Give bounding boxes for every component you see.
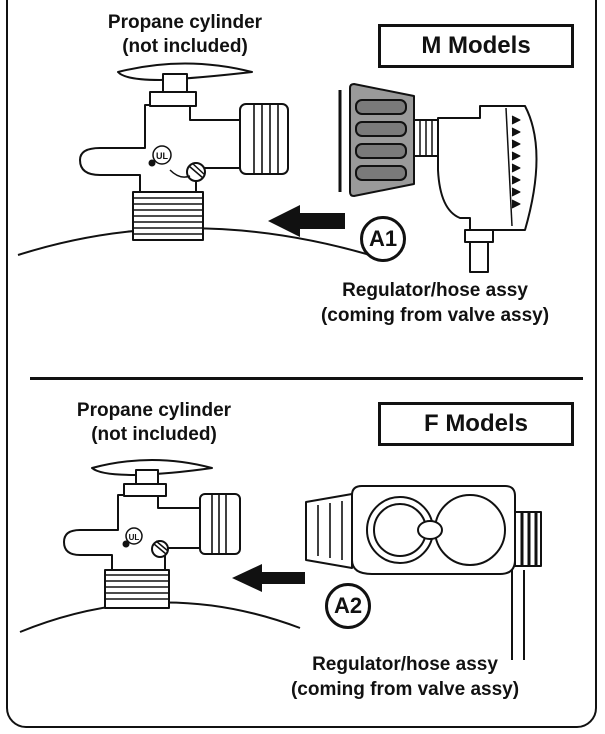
m-arrow-icon xyxy=(268,205,345,237)
section-divider xyxy=(30,377,583,380)
callout-a1: A1 xyxy=(360,216,406,262)
f-ul-mark: UL xyxy=(129,533,140,542)
f-cylinder-label: Propane cylinder xyxy=(76,400,232,421)
f-propane-cylinder xyxy=(19,459,301,633)
f-regulator-sublabel: (coming from valve assy) xyxy=(290,679,520,700)
m-regulator-assy xyxy=(338,83,538,273)
m-models-box: M Models xyxy=(378,24,574,68)
f-regulator-label: Regulator/hose assy xyxy=(312,654,498,675)
callout-a2: A2 xyxy=(325,583,371,629)
f-arrow-icon xyxy=(232,564,305,592)
m-ul-mark: UL xyxy=(156,151,168,161)
diagram-frame xyxy=(6,0,597,728)
m-regulator-label: Regulator/hose assy xyxy=(342,280,528,301)
m-cylinder-label: Propane cylinder xyxy=(107,12,263,33)
f-cylinder-sublabel: (not included) xyxy=(91,424,217,445)
m-propane-cylinder xyxy=(17,62,381,259)
f-regulator-assy xyxy=(305,485,542,660)
f-models-box: F Models xyxy=(378,402,574,446)
m-regulator-sublabel: (coming from valve assy) xyxy=(320,305,550,326)
m-cylinder-sublabel: (not included) xyxy=(122,36,248,57)
